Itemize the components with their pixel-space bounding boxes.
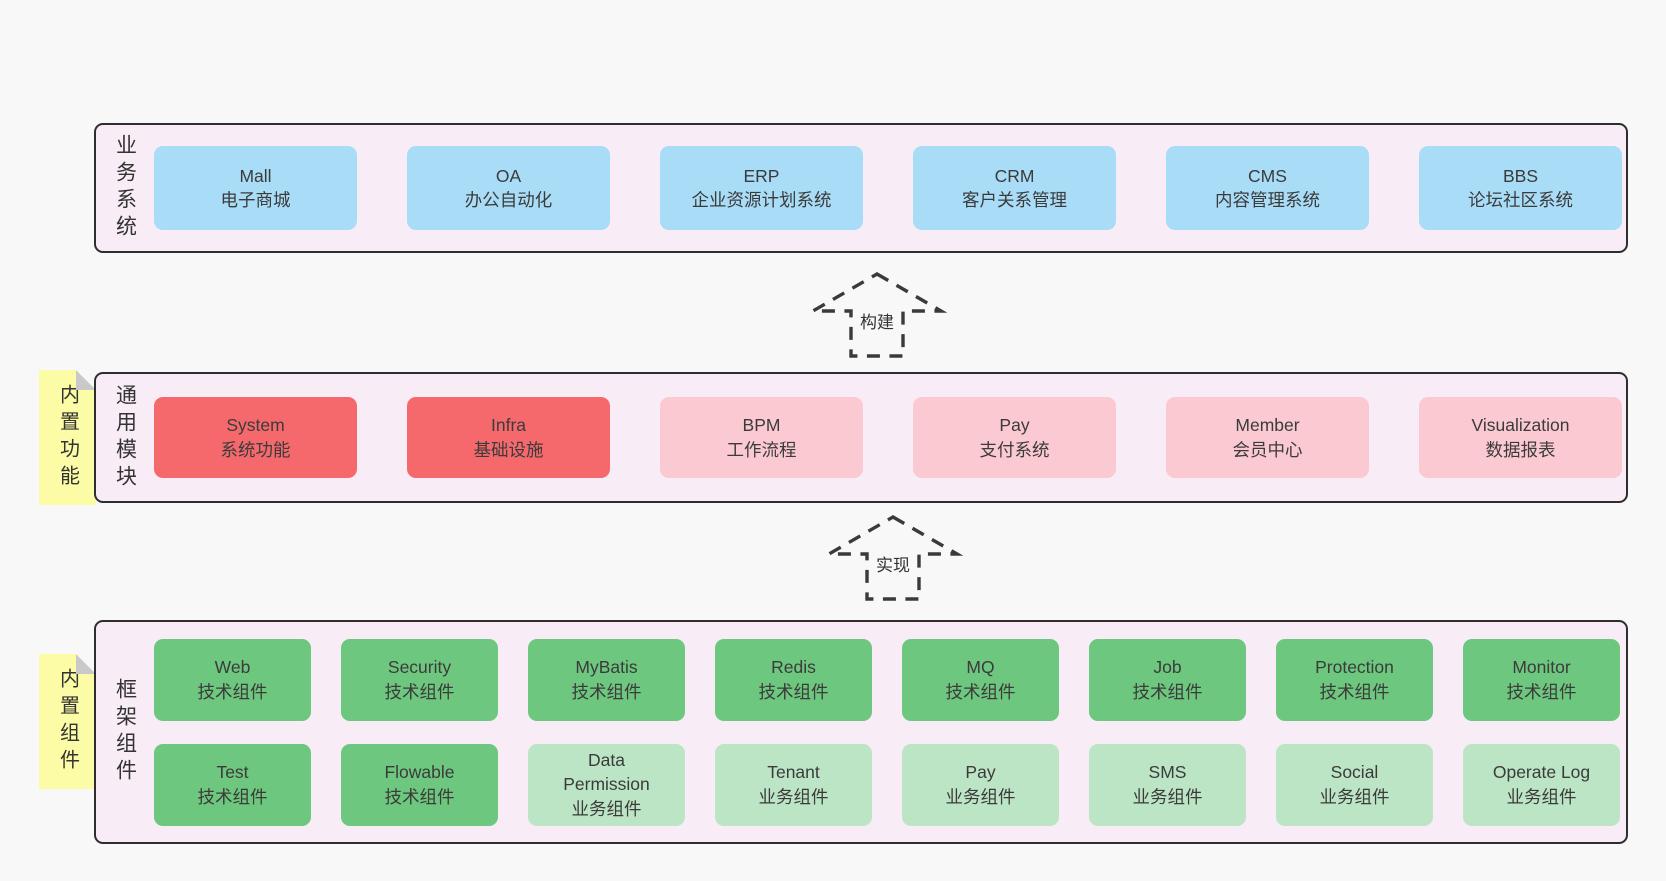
node-sms: SMS 业务组件 xyxy=(1089,743,1246,826)
layer-framework-label: 框架组件 xyxy=(113,678,137,786)
node-protection: Protection 技术组件 xyxy=(1276,638,1433,721)
dashed-up-arrow-icon xyxy=(807,272,947,358)
node-cms: CMS 内容管理系统 xyxy=(1166,146,1369,230)
node-mq: MQ 技术组件 xyxy=(902,638,1059,721)
node-bbs: BBS 论坛社区系统 xyxy=(1419,146,1622,230)
note-folded-corner-icon xyxy=(76,654,96,674)
node-oa: OA 办公自动化 xyxy=(407,146,610,230)
node-tenant: Tenant 业务组件 xyxy=(715,743,872,826)
node-data-permission: Data Permission 业务组件 xyxy=(528,743,685,826)
sticky-note-builtin-features: 内置功能 xyxy=(39,370,96,505)
note-text: 内置功能 xyxy=(56,383,79,492)
node-web: Web 技术组件 xyxy=(154,638,311,721)
layer-business-systems: 业务系统 Mall 电子商城 OA 办公自动化 ERP 企业资源计划系统 CRM… xyxy=(94,123,1628,253)
node-pay-business: Pay 业务组件 xyxy=(902,743,1059,826)
layer-label-cell: 通用模块 xyxy=(96,374,154,501)
node-member: Member 会员中心 xyxy=(1166,397,1369,478)
arrow-implement: 实现 xyxy=(823,515,963,601)
arrow-implement-label: 实现 xyxy=(872,551,914,576)
node-social: Social 业务组件 xyxy=(1276,743,1433,826)
node-monitor: Monitor 技术组件 xyxy=(1463,638,1620,721)
layer-modules-label: 通用模块 xyxy=(113,383,137,492)
layer-business-label: 业务系统 xyxy=(113,134,137,242)
node-redis: Redis 技术组件 xyxy=(715,638,872,721)
arrow-build: 构建 xyxy=(807,272,947,358)
arrow-build-label: 构建 xyxy=(856,308,898,333)
node-flowable: Flowable 技术组件 xyxy=(341,743,498,826)
layer-framework-components: 框架组件 Web 技术组件 Security 技术组件 MyBatis 技术组件… xyxy=(94,620,1628,844)
node-pay: Pay 支付系统 xyxy=(913,397,1116,478)
business-boxes-grid: Mall 电子商城 OA 办公自动化 ERP 企业资源计划系统 CRM 客户关系… xyxy=(154,125,1630,251)
dashed-up-arrow-icon xyxy=(823,515,963,601)
node-operate-log: Operate Log 业务组件 xyxy=(1463,743,1620,826)
layer-label-cell: 框架组件 xyxy=(96,622,154,842)
modules-boxes-grid: System 系统功能 Infra 基础设施 BPM 工作流程 Pay 支付系统… xyxy=(154,374,1630,501)
node-job: Job 技术组件 xyxy=(1089,638,1246,721)
node-mybatis: MyBatis 技术组件 xyxy=(528,638,685,721)
node-crm: CRM 客户关系管理 xyxy=(913,146,1116,230)
node-system: System 系统功能 xyxy=(154,397,357,478)
layer-common-modules: 通用模块 System 系统功能 Infra 基础设施 BPM 工作流程 Pay… xyxy=(94,372,1628,503)
note-text: 内置组件 xyxy=(56,667,79,776)
sticky-note-builtin-components: 内置组件 xyxy=(39,654,96,789)
node-security: Security 技术组件 xyxy=(341,638,498,721)
node-mall: Mall 电子商城 xyxy=(154,146,357,230)
node-infra: Infra 基础设施 xyxy=(407,397,610,478)
layer-label-cell: 业务系统 xyxy=(96,125,154,251)
framework-boxes-grid: Web 技术组件 Security 技术组件 MyBatis 技术组件 Redi… xyxy=(154,622,1628,842)
node-test: Test 技术组件 xyxy=(154,743,311,826)
node-visualization: Visualization 数据报表 xyxy=(1419,397,1622,478)
node-bpm: BPM 工作流程 xyxy=(660,397,863,478)
note-folded-corner-icon xyxy=(76,370,96,390)
node-erp: ERP 企业资源计划系统 xyxy=(660,146,863,230)
